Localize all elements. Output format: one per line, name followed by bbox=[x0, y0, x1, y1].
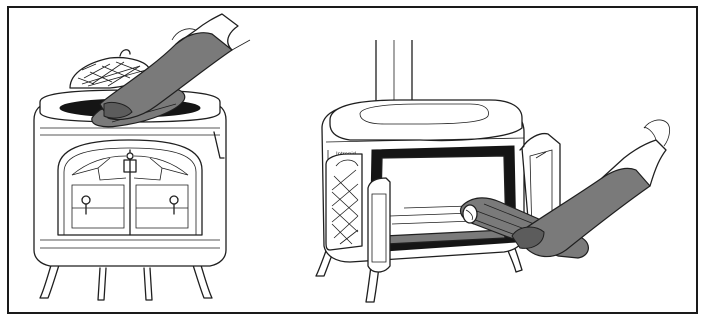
left-side-door bbox=[325, 153, 391, 273]
front-opening bbox=[369, 145, 517, 253]
side-loading-stove-illustration: Intrepid bbox=[315, 40, 670, 303]
flue-pipe bbox=[375, 40, 413, 109]
left-stove-doors bbox=[57, 139, 203, 236]
left-stove-legs bbox=[39, 261, 213, 301]
top-loading-stove-illustration bbox=[33, 13, 251, 301]
left-arm bbox=[99, 13, 251, 121]
right-arm bbox=[511, 119, 670, 258]
